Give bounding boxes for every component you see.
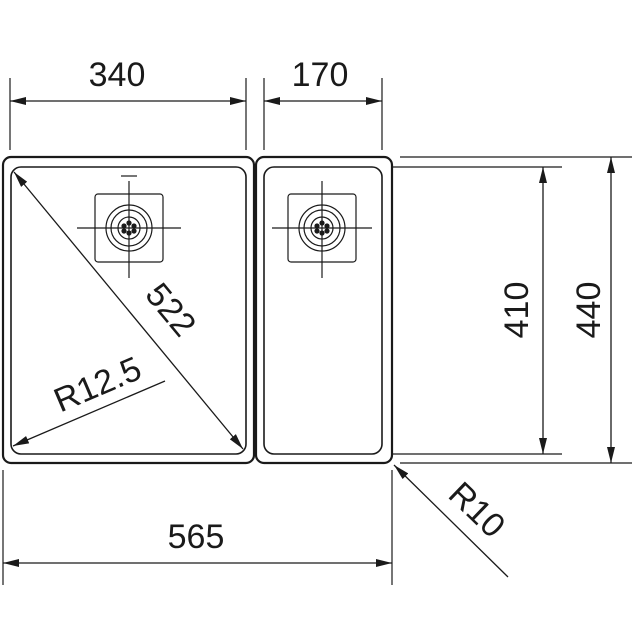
label-r10: R10 bbox=[441, 475, 512, 546]
right-bowl-outer bbox=[254, 155, 394, 465]
left-drain-waste-icon bbox=[77, 175, 181, 278]
sink-outline bbox=[1, 155, 394, 465]
extension-lines bbox=[2, 78, 632, 585]
label-410: 410 bbox=[498, 282, 536, 339]
leader-r10 bbox=[393, 464, 509, 578]
left-bowl-inner bbox=[10, 166, 247, 455]
label-170: 170 bbox=[292, 56, 349, 94]
right-bowl-inner bbox=[263, 166, 383, 455]
label-565: 565 bbox=[168, 518, 225, 556]
dim-line-522-diagonal bbox=[13, 171, 244, 450]
label-440: 440 bbox=[570, 282, 608, 339]
right-drain-waste-icon bbox=[272, 181, 372, 278]
left-bowl-outer bbox=[1, 155, 256, 465]
label-340: 340 bbox=[89, 56, 146, 94]
leader-r12-5 bbox=[12, 380, 166, 447]
